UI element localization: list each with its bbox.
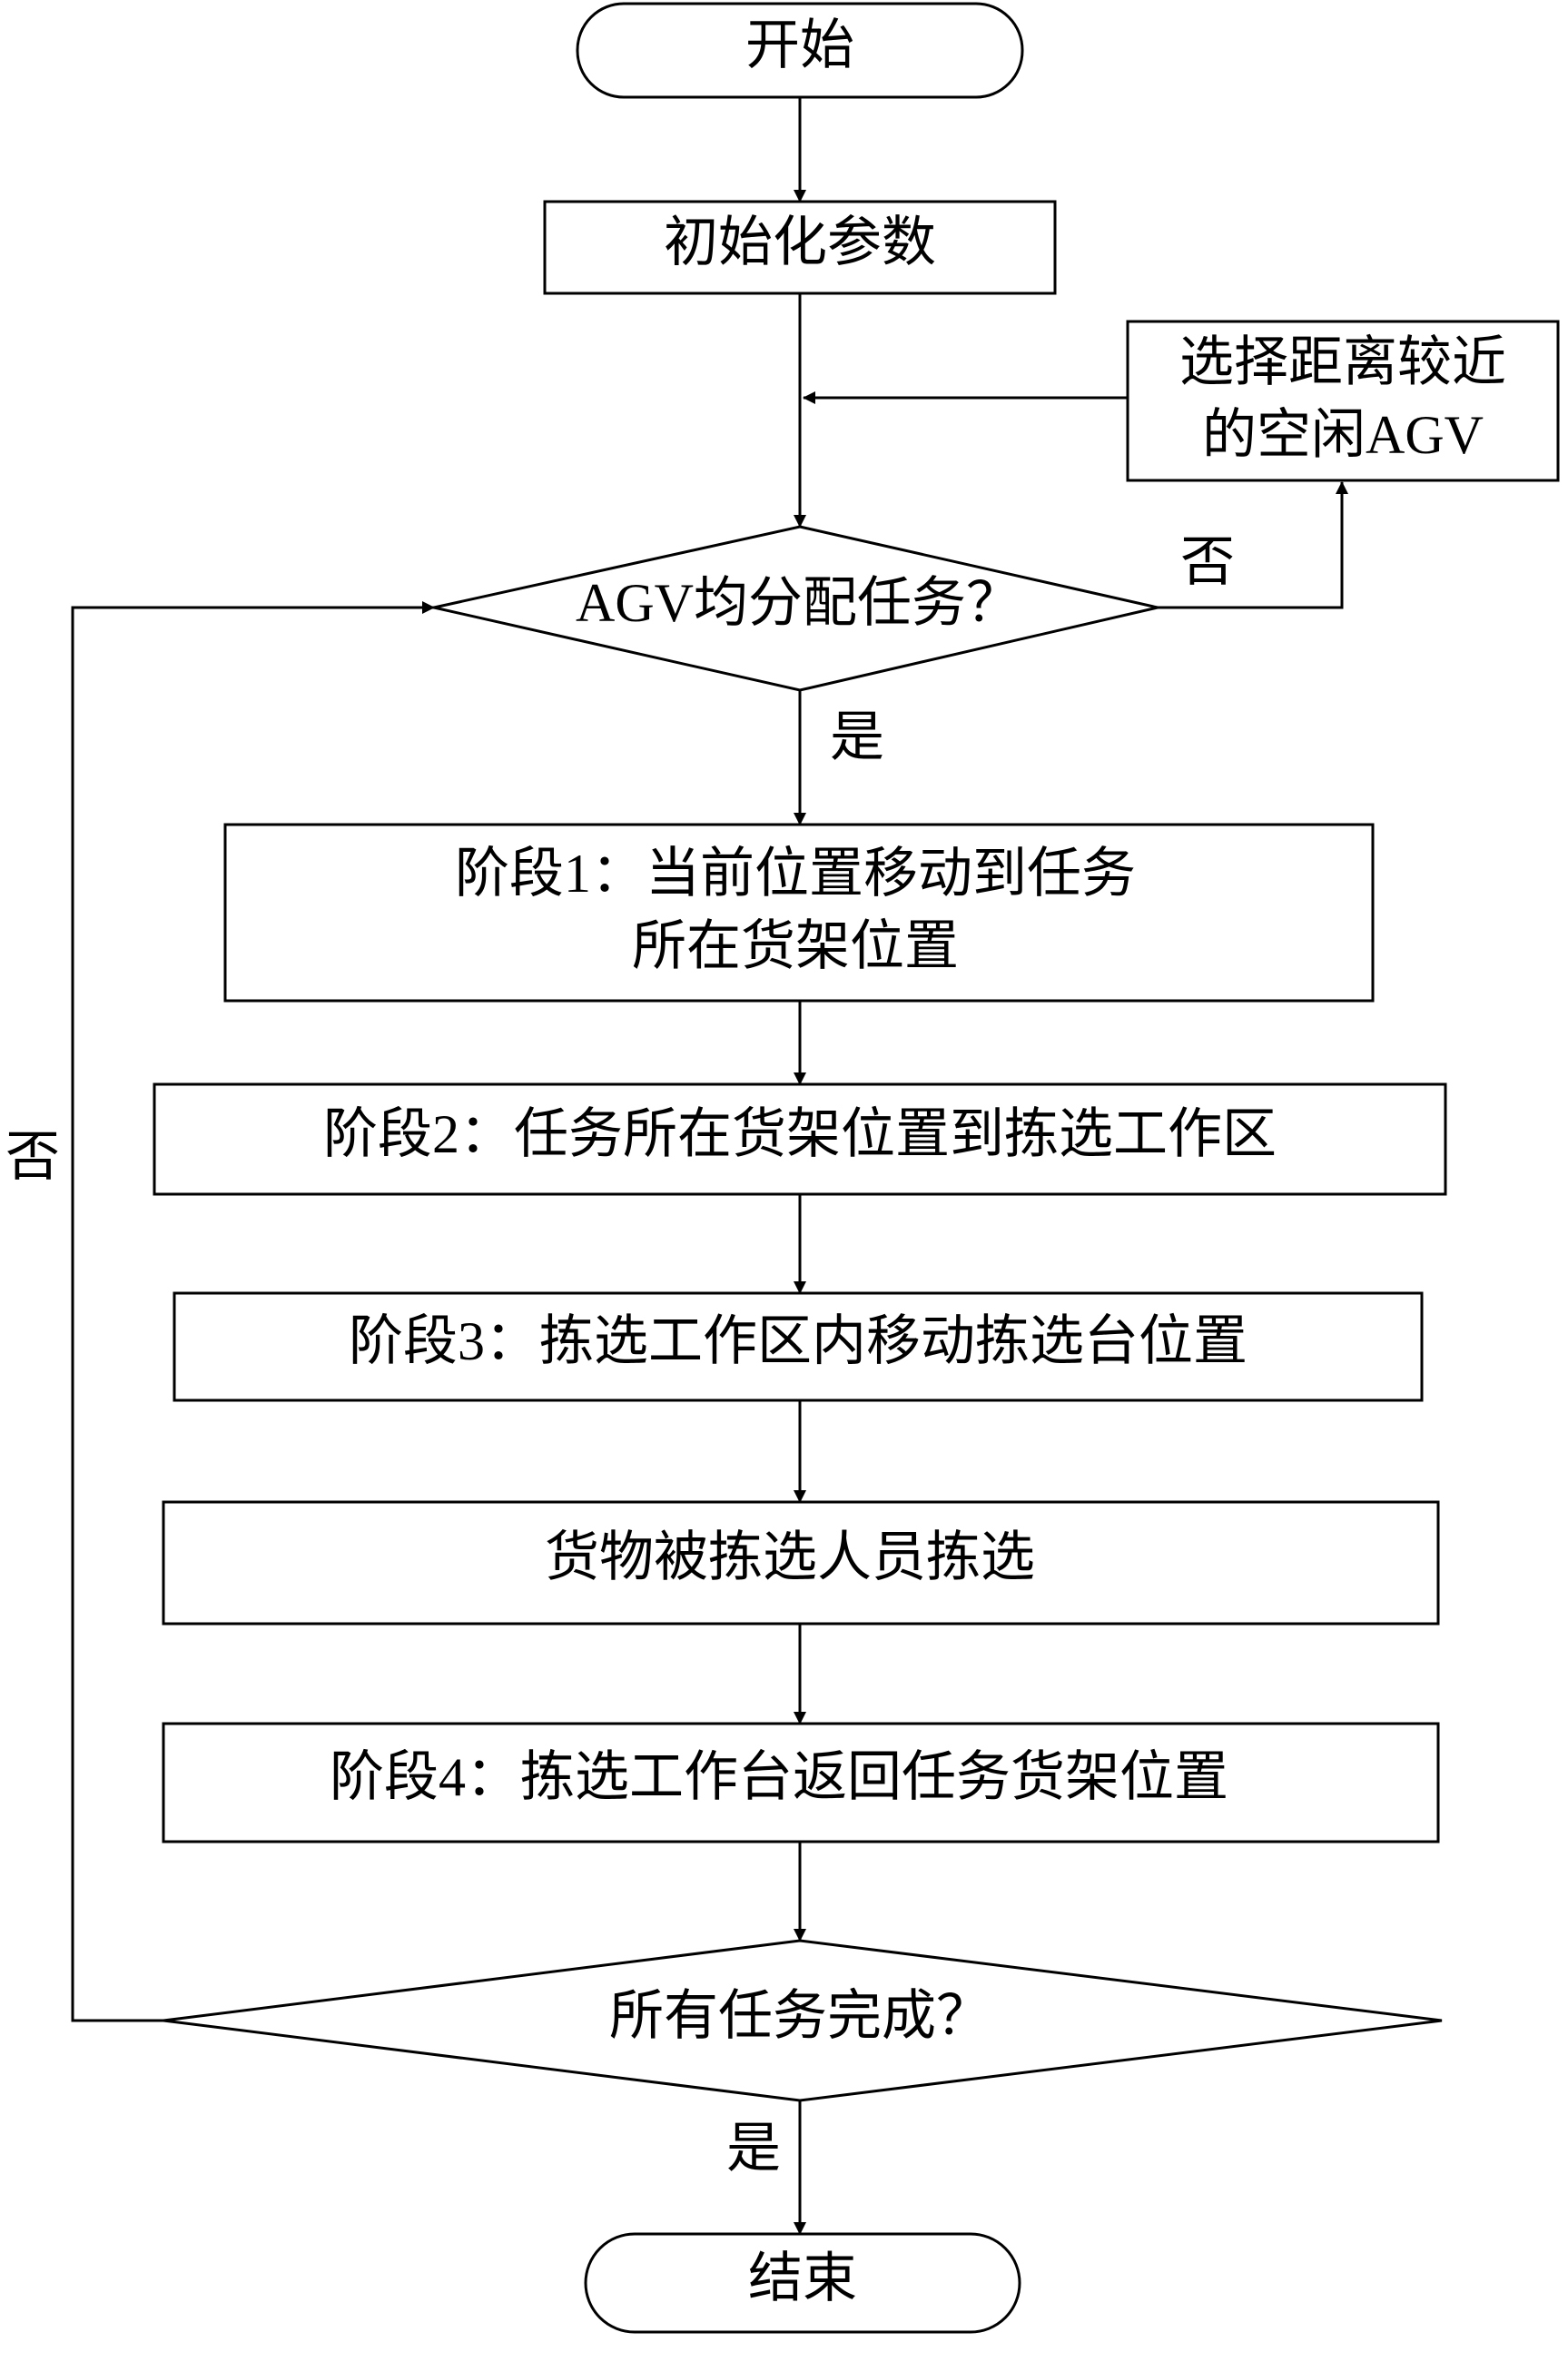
label-no-top: 否 xyxy=(1180,532,1235,592)
decision-assigned-label: AGV均分配任务？ xyxy=(576,573,1021,633)
stage2-label: 阶段2：任务所在货架位置到拣选工作区 xyxy=(323,1104,1277,1164)
select-agv-label-line1: 选择距离较近 xyxy=(1179,332,1506,392)
decision-done-label: 所有任务完成？ xyxy=(609,1986,991,2046)
stage3-box xyxy=(173,1291,1424,1402)
stage1-label-line1: 阶段1：当前位置移动到任务 xyxy=(455,844,1136,904)
stage2-box xyxy=(153,1082,1447,1196)
stage3-label: 阶段3：拣选工作区内移动拣选台位置 xyxy=(349,1311,1247,1371)
stage1-box xyxy=(223,823,1375,1003)
stage4-label: 阶段4：拣选工作台返回任务货架位置 xyxy=(330,1747,1228,1807)
start-label: 开始 xyxy=(745,15,854,75)
arrow-done-no-loop xyxy=(71,601,435,2022)
stage1-label-line2: 所在货架位置 xyxy=(632,916,959,976)
select-agv-box xyxy=(1126,320,1560,482)
select-agv-label-line2: 的空闲AGV xyxy=(1202,405,1484,465)
arrow-decision-no-to-select xyxy=(1158,481,1348,609)
picking-box xyxy=(162,1500,1440,1626)
init-label: 初始化参数 xyxy=(664,212,936,272)
init-process-box xyxy=(543,200,1057,295)
end-terminator xyxy=(584,2232,1021,2334)
label-yes-bottom: 是 xyxy=(726,2119,781,2179)
end-label: 结束 xyxy=(748,2248,857,2308)
picking-label: 货物被拣选人员拣选 xyxy=(545,1527,1035,1587)
label-yes-top: 是 xyxy=(830,707,884,767)
label-no-left: 否 xyxy=(5,1127,60,1187)
stage4-box xyxy=(162,1722,1440,1843)
